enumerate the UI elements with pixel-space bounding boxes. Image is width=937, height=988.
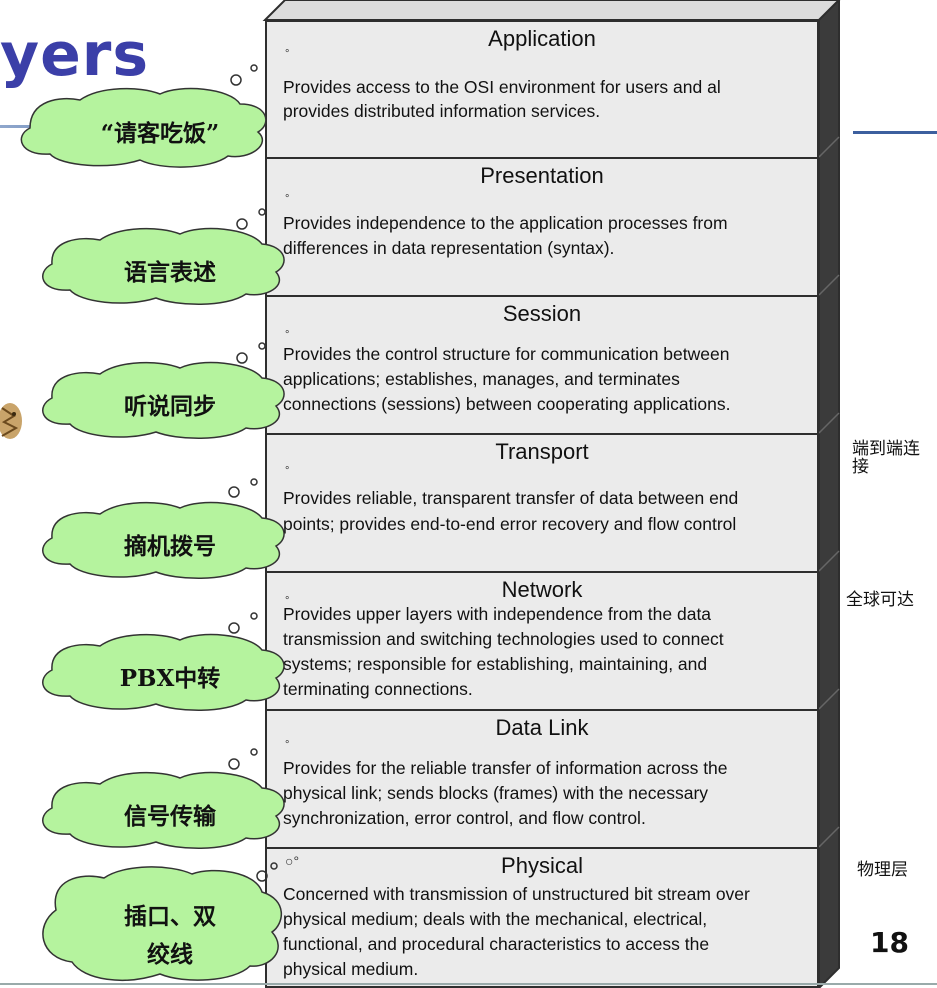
layer-desc-line: provides distributed information service… (283, 101, 601, 121)
layer-desc-line: Provides access to the OSI environment f… (283, 77, 721, 97)
layer-desc-line: physical link; sends blocks (frames) wit… (283, 783, 709, 803)
annotation-network: 全球可达 (846, 590, 914, 610)
bullet-dot: ° (285, 739, 290, 751)
bubble-text-network: PBX中转 (119, 665, 221, 692)
layer-desc-line: differences in data representation (synt… (283, 238, 615, 258)
layer-desc-line: terminating connections. (283, 679, 473, 699)
bubble-shape (42, 771, 285, 849)
layer-physical: Physical ○° Concerned with transmission … (265, 847, 819, 988)
bullet-dot: ○° (285, 853, 300, 869)
layer-name: Transport (495, 439, 589, 464)
layer-desc-line: synchronization, error control, and flow… (283, 808, 646, 828)
bubble-text-data-link: 信号传输 (124, 803, 216, 830)
layer-desc-line: physical medium; deals with the mechanic… (283, 909, 708, 929)
layer-desc-line: Provides reliable, transparent transfer … (283, 488, 739, 508)
bubble-text-session: 听说同步 (124, 393, 216, 420)
layer-data-link: Data Link ° Provides for the reliable tr… (265, 709, 819, 849)
layer-desc-line: Provides independence to the application… (283, 213, 728, 233)
title-underline-right (853, 131, 937, 134)
bubble-text-transport: 摘机拨号 (124, 533, 216, 560)
layer-desc-line: systems; responsible for establishing, m… (283, 654, 708, 674)
annotation-transport-line2: 接 (852, 457, 869, 477)
layer-name: Physical (501, 853, 583, 878)
bubble-shape (42, 501, 285, 579)
mascot-icon (0, 403, 22, 439)
bullet-dot: ° (285, 465, 290, 477)
footer-rule (0, 983, 937, 985)
annotation-transport: 端到端连 接 (852, 440, 920, 476)
bullet-dot: ° (285, 48, 290, 60)
bullet-dot: ° (285, 329, 290, 341)
bubble-text-application: “请客吃饭” (100, 120, 220, 147)
layer-desc-line: Provides the control structure for commu… (283, 344, 730, 364)
layer-desc-line: points; provides end-to-end error recove… (283, 514, 737, 534)
layer-network: Network ° Provides upper layers with ind… (265, 571, 819, 711)
bubble-shape (42, 361, 285, 439)
annotation-physical: 物理层 (857, 860, 908, 880)
layer-desc-line: Concerned with transmission of unstructu… (283, 884, 750, 904)
layer-desc-line: Provides for the reliable transfer of in… (283, 758, 728, 778)
layer-presentation: Presentation ° Provides independence to … (265, 157, 819, 297)
bubble-shape (20, 87, 267, 168)
layer-name: Session (502, 301, 582, 326)
layer-name: Network (501, 577, 583, 602)
bubble-shape (42, 866, 283, 981)
layer-transport: Transport ° Provides reliable, transpare… (265, 433, 819, 573)
bullet-dot: ° (285, 595, 290, 607)
layer-desc-line: functional, and procedural characteristi… (283, 934, 710, 954)
layer-name: Presentation (480, 163, 604, 188)
layer-name: Application (488, 26, 596, 51)
bubble-text-presentation: 语言表述 (124, 259, 216, 286)
layer-desc-line: Provides upper layers with independence … (283, 604, 712, 624)
layer-desc-line: applications; establishes, manages, and … (283, 369, 680, 389)
bubble-text-physical-line2: 绞线 (147, 941, 193, 968)
layer-desc-line: physical medium. (283, 959, 419, 979)
slide-title: yers (0, 20, 150, 90)
bubble-text-physical-line1: 插口、双 (124, 903, 216, 930)
layer-name: Data Link (495, 715, 589, 740)
layer-desc-line: connections (sessions) between cooperati… (283, 394, 731, 414)
annotation-transport-line1: 端到端连 (852, 439, 920, 459)
bullet-dot: ° (285, 193, 290, 205)
layer-desc-line: transmission and switching technologies … (283, 629, 724, 649)
bubble-shape (42, 633, 285, 711)
page-number: 18 (870, 926, 909, 959)
bubble-shape (42, 227, 285, 305)
